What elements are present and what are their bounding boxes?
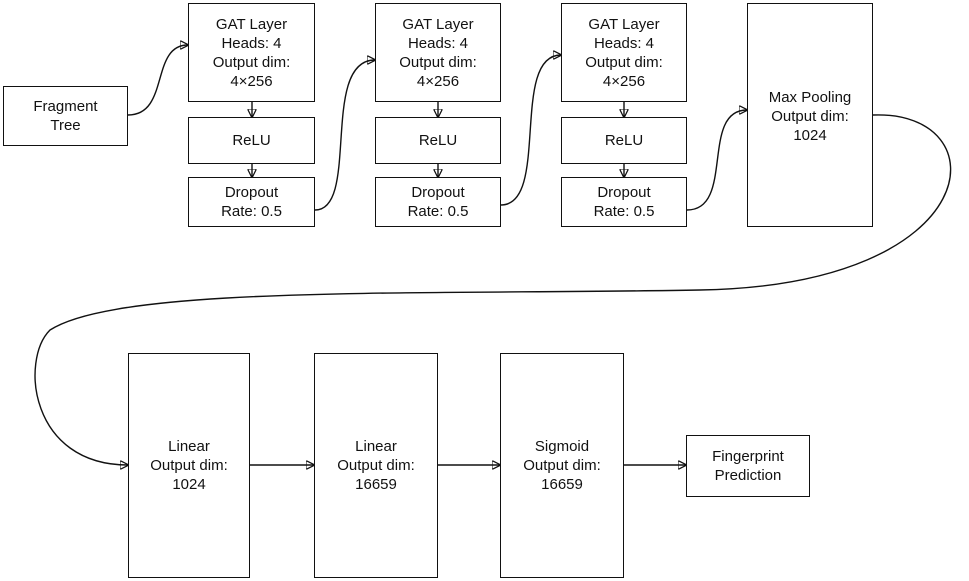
gat-layer-node-3: GAT Layer Heads: 4 Output dim: 4×256 [561, 3, 687, 102]
node-text-line: GAT Layer [588, 15, 660, 33]
relu-node-3: ReLU [561, 117, 687, 164]
relu-node-1: ReLU [188, 117, 315, 164]
linear-node-1: Linear Output dim: 1024 [128, 353, 250, 578]
node-text-line: Output dim: [585, 53, 663, 71]
node-text-line: Rate: 0.5 [221, 203, 282, 220]
sigmoid-node: Sigmoid Output dim: 16659 [500, 353, 624, 578]
node-text-line: 16659 [541, 476, 583, 493]
arrow-input-to-gat-1 [127, 45, 188, 116]
node-text-line: Output dim: [150, 457, 228, 474]
dropout-node-3: Dropout Rate: 0.5 [561, 177, 687, 227]
fingerprint-prediction-node: Fingerprint Prediction [686, 435, 810, 497]
gat-layer-node-1: GAT Layer Heads: 4 Output dim: 4×256 [188, 3, 315, 102]
node-text-line: Heads: 4 [221, 34, 282, 52]
node-text-line: Sigmoid [534, 438, 590, 455]
node-text-line: GAT Layer [215, 15, 288, 33]
node-text-line: 4×256 [230, 72, 273, 90]
max-pooling-node: Max Pooling Output dim: 1024 [747, 3, 873, 227]
node-text-line: Fingerprint [712, 448, 784, 465]
linear-node-2: Linear Output dim: 16659 [314, 353, 438, 578]
node-text-line: 16659 [355, 476, 397, 493]
node-text-line: Output dim: [337, 457, 415, 474]
dropout-node-1: Dropout Rate: 0.5 [188, 177, 315, 227]
node-text-line: 4×256 [416, 72, 460, 90]
node-text-line: Dropout [224, 184, 279, 201]
node-text-line: Fragment [33, 98, 98, 115]
node-text-line: ReLU [232, 132, 271, 149]
node-text-line: Output dim: [212, 53, 291, 71]
node-text-line: Dropout [411, 184, 465, 201]
node-text-line: ReLU [418, 132, 458, 149]
node-text-line: Linear [355, 438, 397, 455]
arrow-dropout-1-to-gat-2 [314, 60, 375, 211]
node-text-line: Heads: 4 [407, 34, 469, 52]
node-text-line: Heads: 4 [593, 34, 655, 52]
node-text-line: Prediction [714, 467, 782, 484]
relu-node-2: ReLU [375, 117, 501, 164]
arrow-dropout-2-to-gat-3 [500, 55, 561, 206]
dropout-node-2: Dropout Rate: 0.5 [375, 177, 501, 227]
node-text-line: ReLU [604, 132, 644, 149]
node-text-line: Rate: 0.5 [407, 203, 469, 220]
node-text-line: Output dim: [523, 457, 601, 474]
node-text-line: Linear [168, 438, 210, 455]
fragment-tree-node: Fragment Tree [3, 86, 128, 146]
node-text-line: Rate: 0.5 [593, 203, 655, 220]
node-text-line: GAT Layer [402, 15, 474, 33]
node-text-line: Max Pooling [768, 89, 852, 106]
node-text-line: 1024 [793, 127, 827, 144]
node-text-line: 4×256 [602, 72, 646, 90]
node-text-line: Output dim: [771, 108, 849, 125]
node-text-line: 1024 [172, 476, 206, 493]
node-text-line: Dropout [597, 184, 651, 201]
gat-layer-node-2: GAT Layer Heads: 4 Output dim: 4×256 [375, 3, 501, 102]
arrow-dropout-3-to-max-pooling [686, 110, 747, 211]
node-text-line: Output dim: [399, 53, 477, 71]
node-text-line: Tree [50, 117, 81, 134]
